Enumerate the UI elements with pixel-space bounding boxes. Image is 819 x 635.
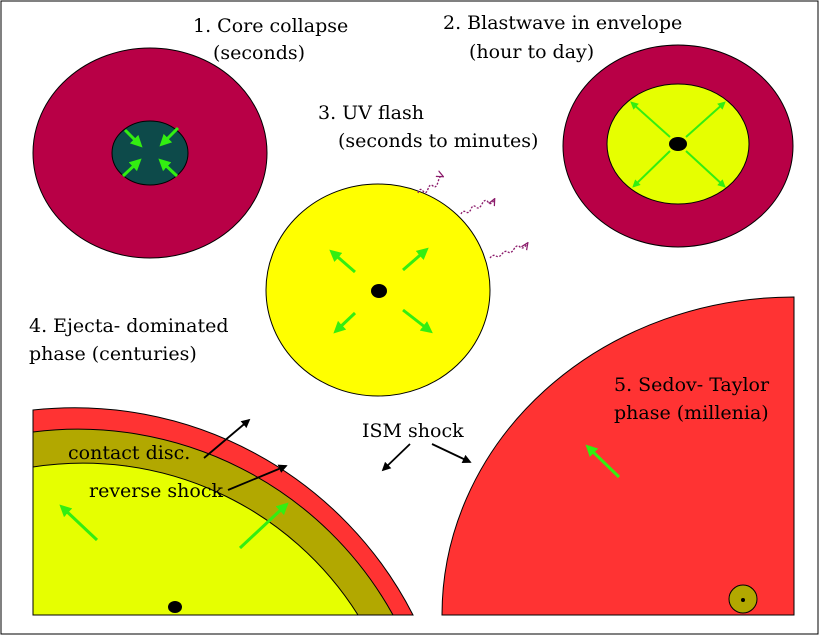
uv-photons — [417, 176, 527, 259]
compact-remnant — [168, 601, 182, 613]
stage-4-title: 4. Ejecta- dominated — [29, 315, 229, 337]
infall-arrow-nw — [123, 128, 143, 148]
ism-shock-pointer-left — [381, 443, 411, 472]
stage-blastwave — [562, 44, 794, 248]
contact-disc-label: contact disc. — [68, 442, 190, 464]
ism-shock-pointers — [381, 443, 472, 472]
stage-uv-flash — [265, 176, 527, 397]
contact-disc-pointer — [203, 418, 251, 459]
stage-ejecta — [32, 407, 414, 616]
expansion-arrows — [329, 247, 433, 334]
stage-sedov-taylor — [441, 296, 795, 616]
uv-photon-wave — [460, 200, 494, 215]
stage-1-title: 1. Core collapse — [193, 15, 348, 37]
sedov-expansion-arrow — [585, 444, 621, 479]
stage-5-title: 5. Sedov- Taylor — [614, 374, 770, 396]
ejecta-arrows — [59, 502, 289, 550]
compact-remnant — [371, 284, 387, 298]
stage-3-time: (seconds to minutes) — [338, 130, 538, 152]
infall-arrow-sw — [121, 158, 142, 178]
expansion-arrow-sw — [333, 311, 357, 334]
uv-photon-wave — [489, 244, 527, 259]
stage-core-collapse — [32, 47, 268, 259]
infall-arrow-ne — [159, 126, 180, 147]
uv-photon-wave — [417, 176, 442, 194]
ism-shock-label: ISM shock — [362, 420, 464, 442]
reverse-shock-pointer — [227, 464, 288, 491]
stage-1-time: (seconds) — [213, 42, 305, 64]
stage-5-time: phase (millenia) — [614, 402, 769, 424]
compact-remnant — [741, 598, 745, 602]
blast-arrow-ne — [685, 101, 726, 138]
blast-arrow-se — [685, 150, 726, 188]
blast-arrows — [630, 101, 726, 188]
expansion-arrow-ne — [402, 247, 429, 272]
stage-3-title: 3. UV flash — [318, 102, 424, 124]
stage-4-time: phase (centuries) — [29, 343, 197, 365]
stage-2-title: 2. Blastwave in envelope — [443, 12, 682, 34]
ejecta-arrow-right — [238, 502, 289, 550]
expansion-arrow-se — [402, 308, 433, 334]
pointer-arrows — [203, 418, 288, 491]
compact-remnant — [669, 137, 687, 151]
ejecta-interior — [32, 462, 359, 616]
blast-arrow-nw — [630, 101, 671, 138]
reverse-shock-label: reverse shock — [89, 480, 223, 502]
stage-2-time: (hour to day) — [469, 41, 594, 63]
ism-shock-pointer-right — [431, 443, 472, 463]
infall-arrow-se — [158, 158, 179, 178]
infall-arrows — [121, 126, 180, 178]
ejecta-arrow-left — [59, 504, 99, 542]
expansion-arrow-nw — [329, 249, 356, 274]
blast-arrow-sw — [632, 150, 671, 188]
sedov-remnant — [441, 296, 795, 616]
